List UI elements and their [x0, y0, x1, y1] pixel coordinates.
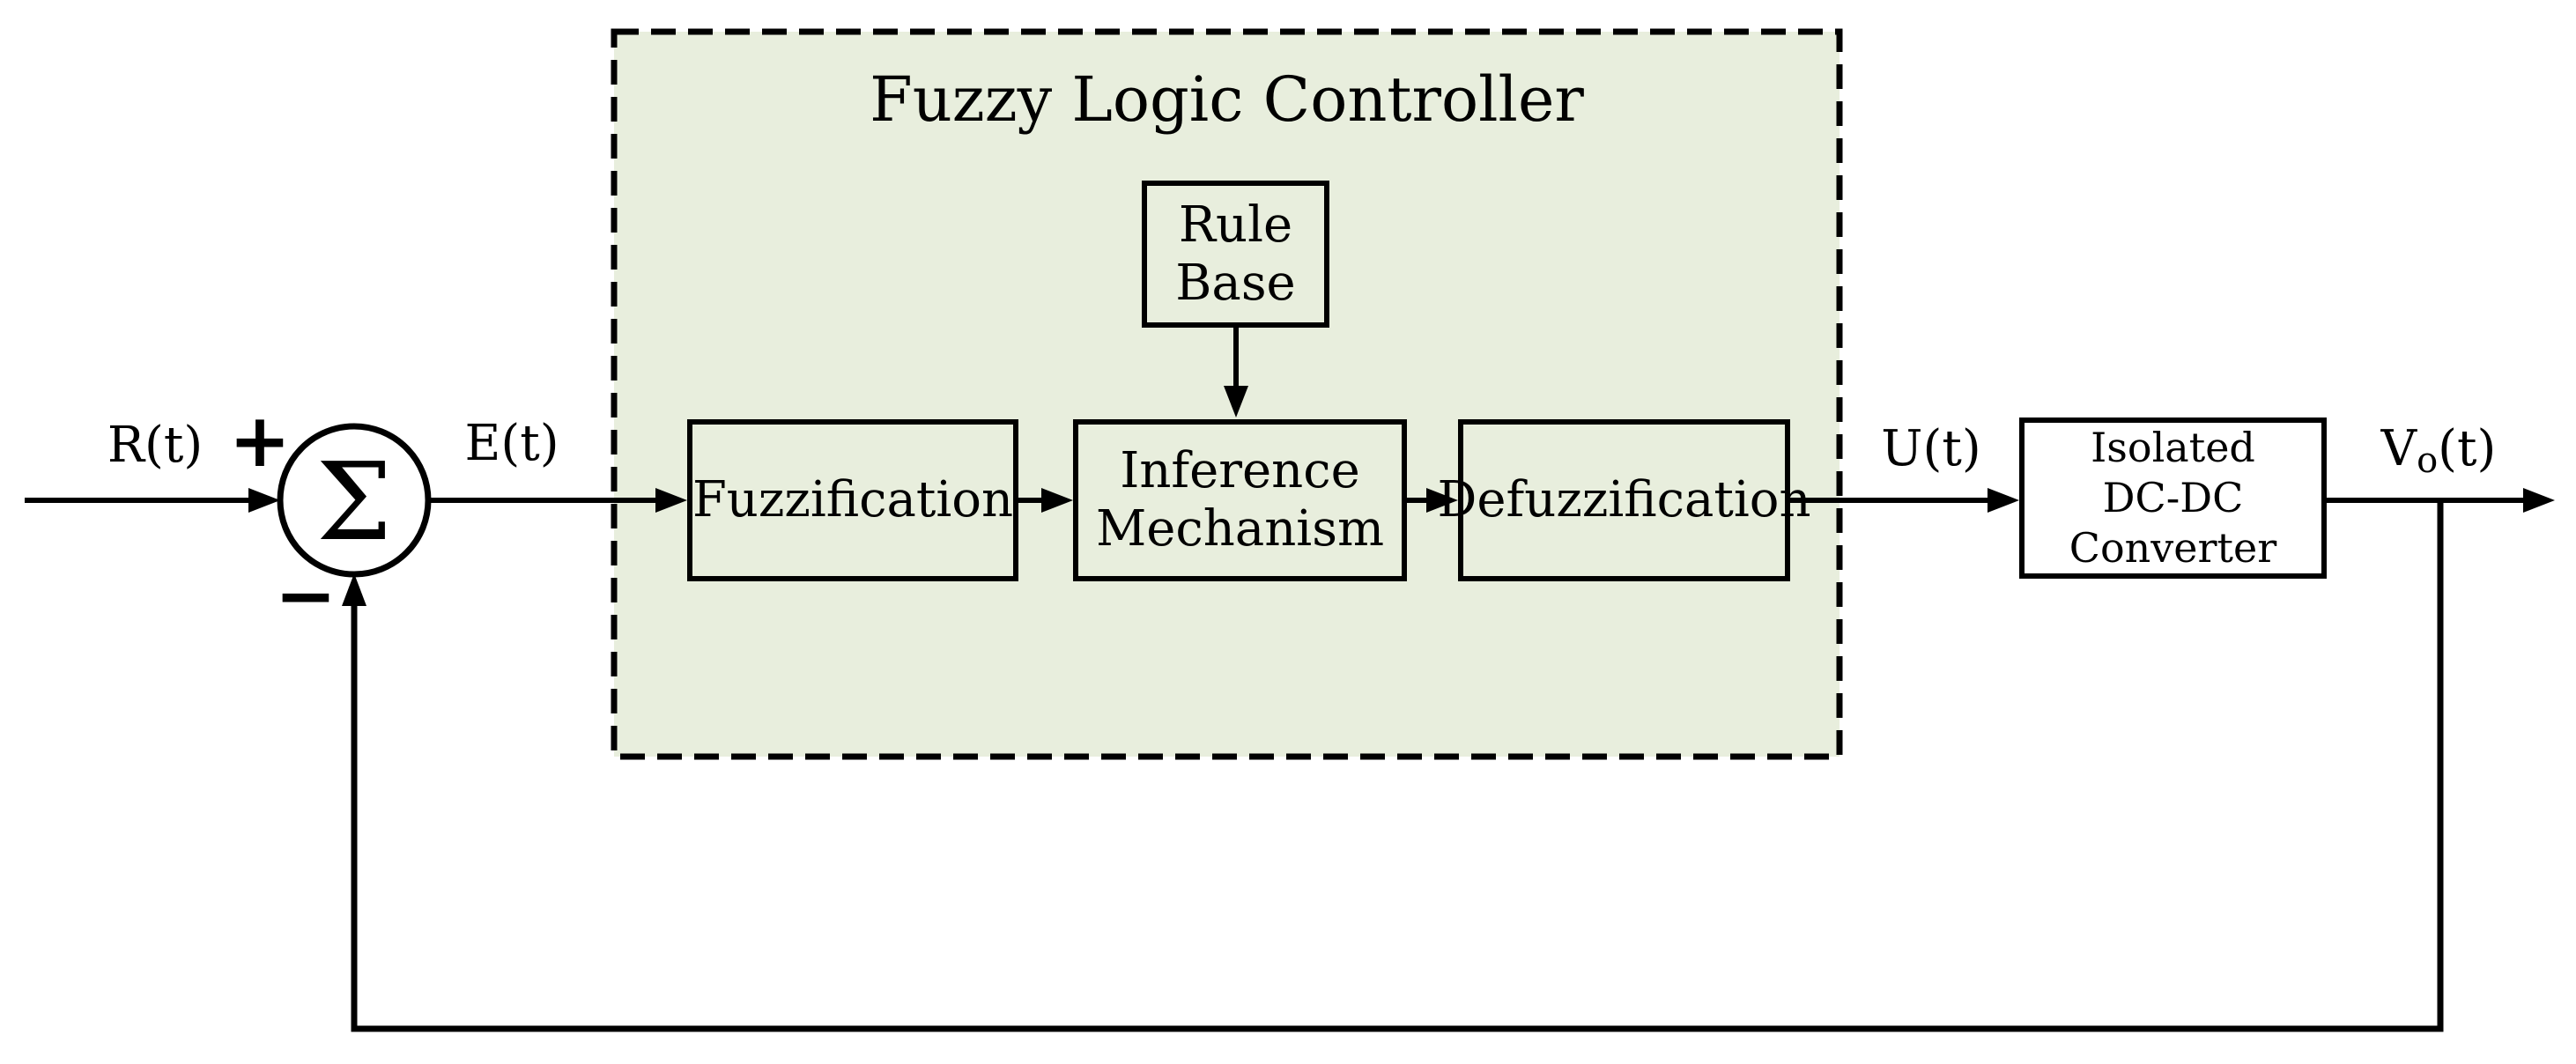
- output-signal-prefix: V: [2380, 420, 2417, 477]
- defuzzification-block: Defuzzification: [1437, 419, 1811, 581]
- output-signal-label: Vo(t): [2381, 425, 2497, 479]
- rule-base-label-line1: Rule: [1178, 196, 1293, 254]
- rule-base-block: Rule Base: [1142, 181, 1329, 328]
- converter-label-line2: DC-DC: [2102, 474, 2244, 521]
- sigma-symbol: Σ: [315, 440, 393, 565]
- rule-base-label-line2: Base: [1175, 254, 1296, 312]
- fuzzification-label: Fuzzification: [692, 471, 1014, 528]
- defuzzification-label: Defuzzification: [1437, 471, 1811, 528]
- minus-sign: −: [274, 552, 337, 639]
- input-arrowhead-icon: [248, 488, 280, 513]
- control-arrowhead-icon: [1988, 488, 2019, 513]
- isolated-dcdc-converter-block: Isolated DC-DC Converter: [2019, 417, 2327, 579]
- reference-signal-label: R(t): [107, 417, 204, 474]
- output-arrowhead-icon: [2523, 488, 2555, 513]
- error-signal-label: E(t): [464, 415, 559, 472]
- inference-label-line1: Inference: [1120, 442, 1360, 499]
- plus-sign: +: [228, 397, 292, 484]
- control-signal-label: U(t): [1881, 420, 1981, 477]
- inference-mechanism-block: Inference Mechanism: [1073, 419, 1407, 581]
- converter-label-line1: Isolated: [2091, 424, 2255, 471]
- fuzzification-to-inference-arrowhead-icon: [1041, 488, 1073, 513]
- feedback-line: [351, 498, 2444, 1032]
- converter-label-line3: Converter: [2069, 524, 2277, 572]
- rulebase-to-inference-arrowhead-icon: [1224, 386, 1248, 417]
- output-signal-suffix: (t): [2438, 420, 2497, 477]
- fuzzification-block: Fuzzification: [687, 419, 1018, 581]
- fuzzy-logic-controller-title: Fuzzy Logic Controller: [870, 63, 1584, 136]
- feedback-arrowhead-icon: [342, 573, 366, 606]
- inference-to-defuzzification-arrowhead-icon: [1426, 488, 1458, 513]
- fuzzy-logic-controller-region: [611, 28, 1843, 760]
- output-signal-subscript: o: [2417, 440, 2439, 481]
- inference-label-line2: Mechanism: [1095, 500, 1385, 558]
- error-arrowhead-icon: [655, 488, 687, 513]
